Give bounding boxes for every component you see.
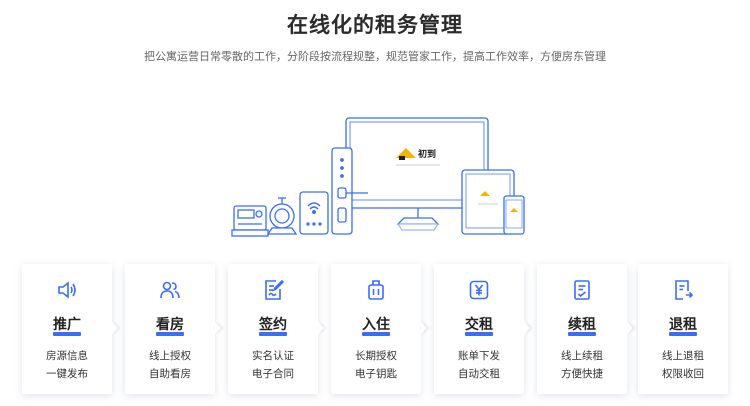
- tablet-icon: [461, 169, 515, 235]
- step-name: 退租: [669, 317, 697, 333]
- step-underline: [669, 332, 697, 336]
- step-desc-line1: 长期授权: [355, 350, 397, 362]
- luggage-icon: [331, 278, 421, 302]
- electric-meter-icon: [231, 205, 269, 237]
- step-desc-line1: 线上续租: [561, 350, 603, 362]
- users-icon: [125, 278, 215, 302]
- sign-document-icon: [228, 278, 318, 302]
- step-desc-line2: 电子合同: [252, 368, 294, 380]
- step-desc-line2: 权限收回: [662, 368, 704, 380]
- step-card-checkin[interactable]: 入住 长期授权 电子钥匙: [331, 264, 421, 394]
- step-underline: [53, 332, 81, 336]
- step-desc-line2: 自助看房: [149, 368, 191, 380]
- page-subtitle: 把公寓运营日常零散的工作，分阶段按流程规整，规范管家工作，提高工作效率，方便房东…: [144, 50, 606, 63]
- step-desc-line2: 方便快捷: [561, 368, 603, 380]
- step-card-promote[interactable]: 推广 房源信息 一键发布: [22, 264, 112, 394]
- smart-devices-illustration: 初到: [228, 112, 528, 244]
- process-steps: 推广 房源信息 一键发布 看房 线上授权 自助看房: [22, 264, 728, 394]
- step-desc-line2: 自动交租: [458, 368, 500, 380]
- step-desc-line1: 实名认证: [252, 350, 294, 362]
- water-meter-icon: [266, 197, 298, 235]
- step-arrow: [112, 322, 118, 334]
- step-card-renew[interactable]: 续租 线上续租 方便快捷: [537, 264, 627, 394]
- step-arrow: [215, 322, 221, 334]
- speaker-icon: [22, 278, 112, 302]
- step-card-checkout[interactable]: 退租 线上退租 权限收回: [638, 264, 728, 394]
- phone-icon: [503, 195, 525, 235]
- step-name: 交租: [465, 317, 493, 333]
- step-arrow: [421, 322, 427, 334]
- page-title: 在线化的租务管理: [287, 13, 463, 37]
- step-underline: [362, 332, 390, 336]
- step-card-pay-rent[interactable]: 交租 账单下发 自动交租: [434, 264, 524, 394]
- step-name: 入住: [362, 317, 390, 333]
- step-underline: [465, 332, 493, 336]
- renew-document-icon: [537, 278, 627, 302]
- yuan-icon: [434, 278, 524, 302]
- step-desc-line2: 电子钥匙: [355, 368, 397, 380]
- door-lock-icon: [331, 147, 368, 235]
- step-arrow: [627, 322, 633, 334]
- step-arrow: [524, 322, 530, 334]
- step-name: 推广: [53, 317, 81, 333]
- step-name: 续租: [568, 317, 596, 333]
- step-desc-line1: 房源信息: [46, 350, 88, 362]
- step-desc-line1: 账单下发: [458, 350, 500, 362]
- step-name: 签约: [259, 317, 287, 333]
- step-underline: [568, 332, 596, 336]
- step-card-contract[interactable]: 签约 实名认证 电子合同: [228, 264, 318, 394]
- logo-text: 初到: [418, 148, 436, 160]
- step-desc-line2: 一键发布: [46, 368, 88, 380]
- step-name: 看房: [156, 317, 184, 333]
- step-desc-line1: 线上退租: [662, 350, 704, 362]
- step-arrow: [318, 322, 324, 334]
- access-reader-icon: [299, 191, 329, 235]
- step-underline: [156, 332, 184, 336]
- step-desc-line1: 线上授权: [149, 350, 191, 362]
- step-card-viewing[interactable]: 看房 线上授权 自助看房: [125, 264, 215, 394]
- checkout-document-icon: [638, 278, 728, 302]
- monitor-icon: 初到: [345, 117, 489, 231]
- step-underline: [259, 332, 287, 336]
